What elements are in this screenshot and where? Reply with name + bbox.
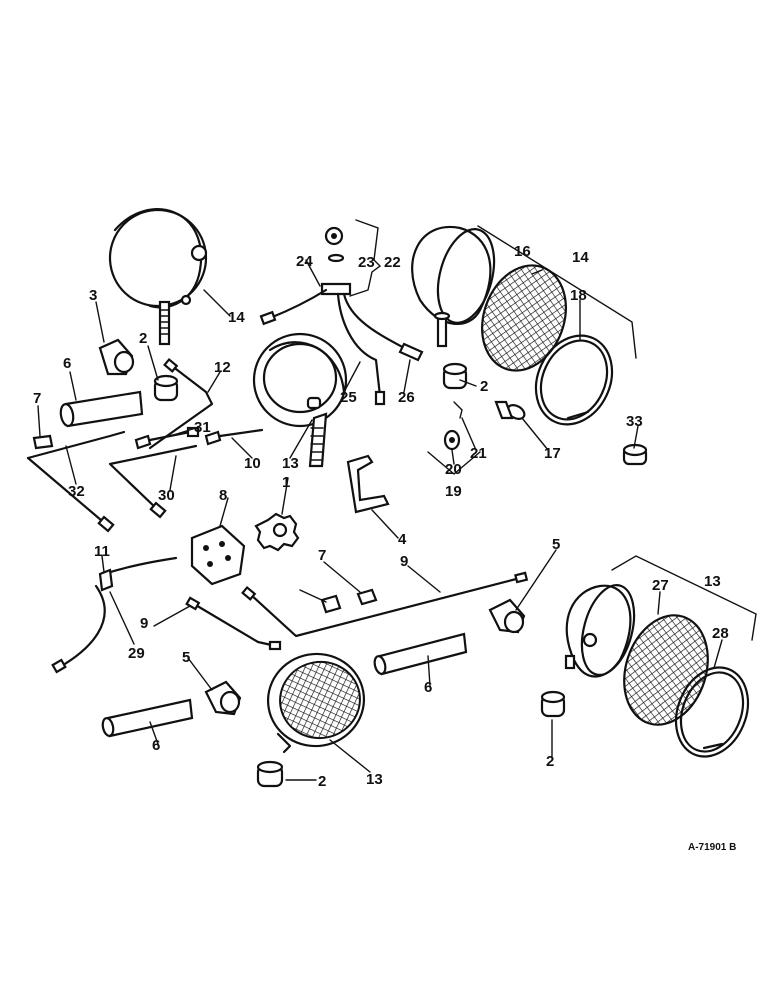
callout-c18: 19: [445, 483, 462, 500]
callout-c2c: 2: [318, 773, 326, 790]
clip-7-b: [356, 588, 378, 606]
callout-c15: 16: [514, 243, 531, 260]
wire-9-short: [185, 596, 282, 651]
callout-c8: 8: [219, 487, 227, 504]
callout-c2d: 2: [546, 753, 554, 770]
bracket-14: [477, 225, 637, 359]
harness-21: [259, 226, 424, 406]
callout-c27: 28: [712, 625, 729, 642]
callout-c19: 20: [445, 461, 462, 478]
callout-c24: 25: [340, 389, 357, 406]
spacer-2-d: [540, 690, 566, 718]
clip-33: [320, 594, 342, 614]
clip-7-a: [32, 434, 54, 450]
clamp-3: [98, 338, 135, 376]
callout-c13c: 13: [704, 573, 721, 590]
wire-11-28: [51, 556, 178, 674]
bracket-4: [346, 454, 390, 514]
callout-c17: 18: [570, 287, 587, 304]
callout-c30: 31: [194, 419, 211, 436]
callout-c29: 30: [158, 487, 175, 504]
callout-c11: 11: [94, 543, 110, 560]
callout-c32: 33: [626, 413, 643, 430]
bracket-18: [427, 451, 481, 475]
callout-c12: 12: [214, 359, 231, 376]
callout-c31: 32: [68, 483, 85, 500]
callout-c16: 17: [544, 445, 561, 462]
bracket-21-22: [349, 219, 382, 297]
ring-17: [534, 334, 614, 426]
knob-1: [254, 512, 300, 552]
callout-c9b: 9: [140, 615, 148, 632]
callout-c14b: 14: [572, 249, 589, 266]
callout-labels: 14 3 2 6 7 12 32 31 30 10 13 1 8 4 24 23…: [33, 243, 736, 853]
wire-31: [26, 430, 126, 533]
ring-27: [674, 666, 750, 758]
lamp-13-center: [252, 332, 348, 468]
clamp-5-a: [488, 598, 526, 634]
bulb-16: [494, 400, 526, 420]
callout-c23: 24: [296, 253, 313, 270]
callout-c1: 1: [282, 474, 290, 491]
tube-6-b: [373, 632, 468, 676]
spacer-2-c: [256, 760, 284, 788]
clamp-5-b: [204, 680, 242, 716]
callout-c7a: 7: [33, 390, 41, 407]
socket-19: [443, 429, 461, 451]
connector-10: [204, 428, 264, 446]
drawing-code: A-71901 B: [688, 842, 736, 853]
callout-c4: 4: [398, 531, 407, 548]
callout-c6c: 6: [152, 737, 160, 754]
callout-c3: 3: [89, 287, 97, 304]
lamp-13-bottom: [266, 652, 366, 754]
lamp-14-left: [108, 208, 208, 346]
connector-30: [134, 426, 200, 450]
callout-c20: 21: [470, 445, 487, 462]
callout-c28: 29: [128, 645, 145, 662]
callout-c5a: 5: [552, 536, 560, 553]
tube-6-c: [101, 698, 194, 738]
leader-lines: [37, 259, 723, 781]
callout-c13b: 13: [366, 771, 383, 788]
callout-c25: 26: [398, 389, 415, 406]
nut-32: [622, 443, 648, 466]
callout-c10: 10: [244, 455, 261, 472]
callout-c6b: 6: [424, 679, 432, 696]
wire-9-long: [241, 571, 529, 638]
lamp-14-exploded: [411, 225, 496, 348]
spacer-2-b: [442, 362, 468, 390]
callout-c21: 22: [384, 254, 401, 271]
lamp-13-exploded: [564, 584, 636, 678]
wire-12: [148, 357, 214, 450]
callout-c14a: 14: [228, 309, 245, 326]
callout-c26: 27: [652, 577, 669, 594]
callout-c7b: 7: [318, 547, 326, 564]
bracket-13: [611, 555, 757, 641]
callout-c2b: 2: [480, 378, 488, 395]
callout-c13a: 13: [282, 455, 299, 472]
wire-29: [108, 444, 198, 519]
callout-c5b: 5: [182, 649, 190, 666]
wire-20: [453, 401, 463, 419]
callout-c9a: 9: [400, 553, 408, 570]
spacer-2-a: [153, 374, 179, 402]
callout-c22: 23: [358, 254, 375, 271]
callout-c2a: 2: [139, 330, 147, 347]
lens-15: [481, 264, 567, 372]
tube-6-a: [59, 390, 144, 428]
callout-c6a: 6: [63, 355, 71, 372]
switch-8: [190, 524, 246, 586]
